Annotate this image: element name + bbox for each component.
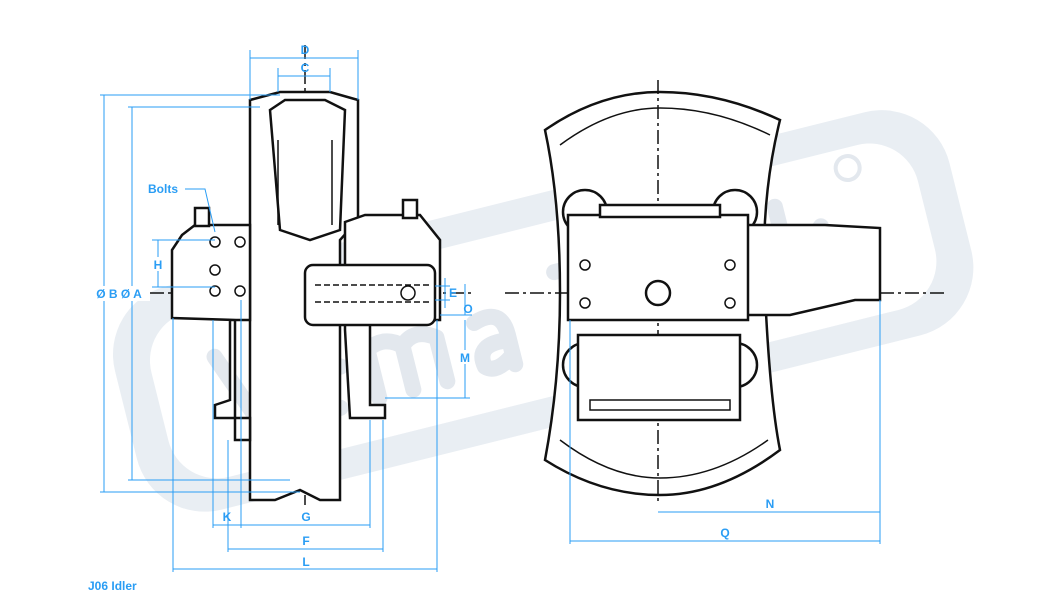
dim-label-f: F <box>302 534 309 548</box>
dim-label-e: E <box>449 286 457 300</box>
dim-label-o: O <box>463 302 472 316</box>
dimensions: D C Ø B Ø A Bolts H E O M K G F L <box>88 43 881 572</box>
dim-label-m: M <box>460 351 470 365</box>
bolts-label: Bolts <box>148 182 178 196</box>
dim-label-diameters: Ø B Ø A <box>96 287 142 301</box>
dim-label-h: H <box>154 258 163 272</box>
dim-label-q: Q <box>720 526 729 540</box>
dim-label-k: K <box>223 510 232 524</box>
dim-label-g: G <box>301 510 310 524</box>
dim-label-n: N <box>766 497 775 511</box>
dim-label-d: D <box>301 43 310 57</box>
dim-label-l: L <box>302 555 309 569</box>
front-view <box>505 80 945 505</box>
side-section-view <box>150 45 475 505</box>
drawing-title: J06 Idler <box>88 579 137 593</box>
dim-label-c: C <box>301 61 310 75</box>
